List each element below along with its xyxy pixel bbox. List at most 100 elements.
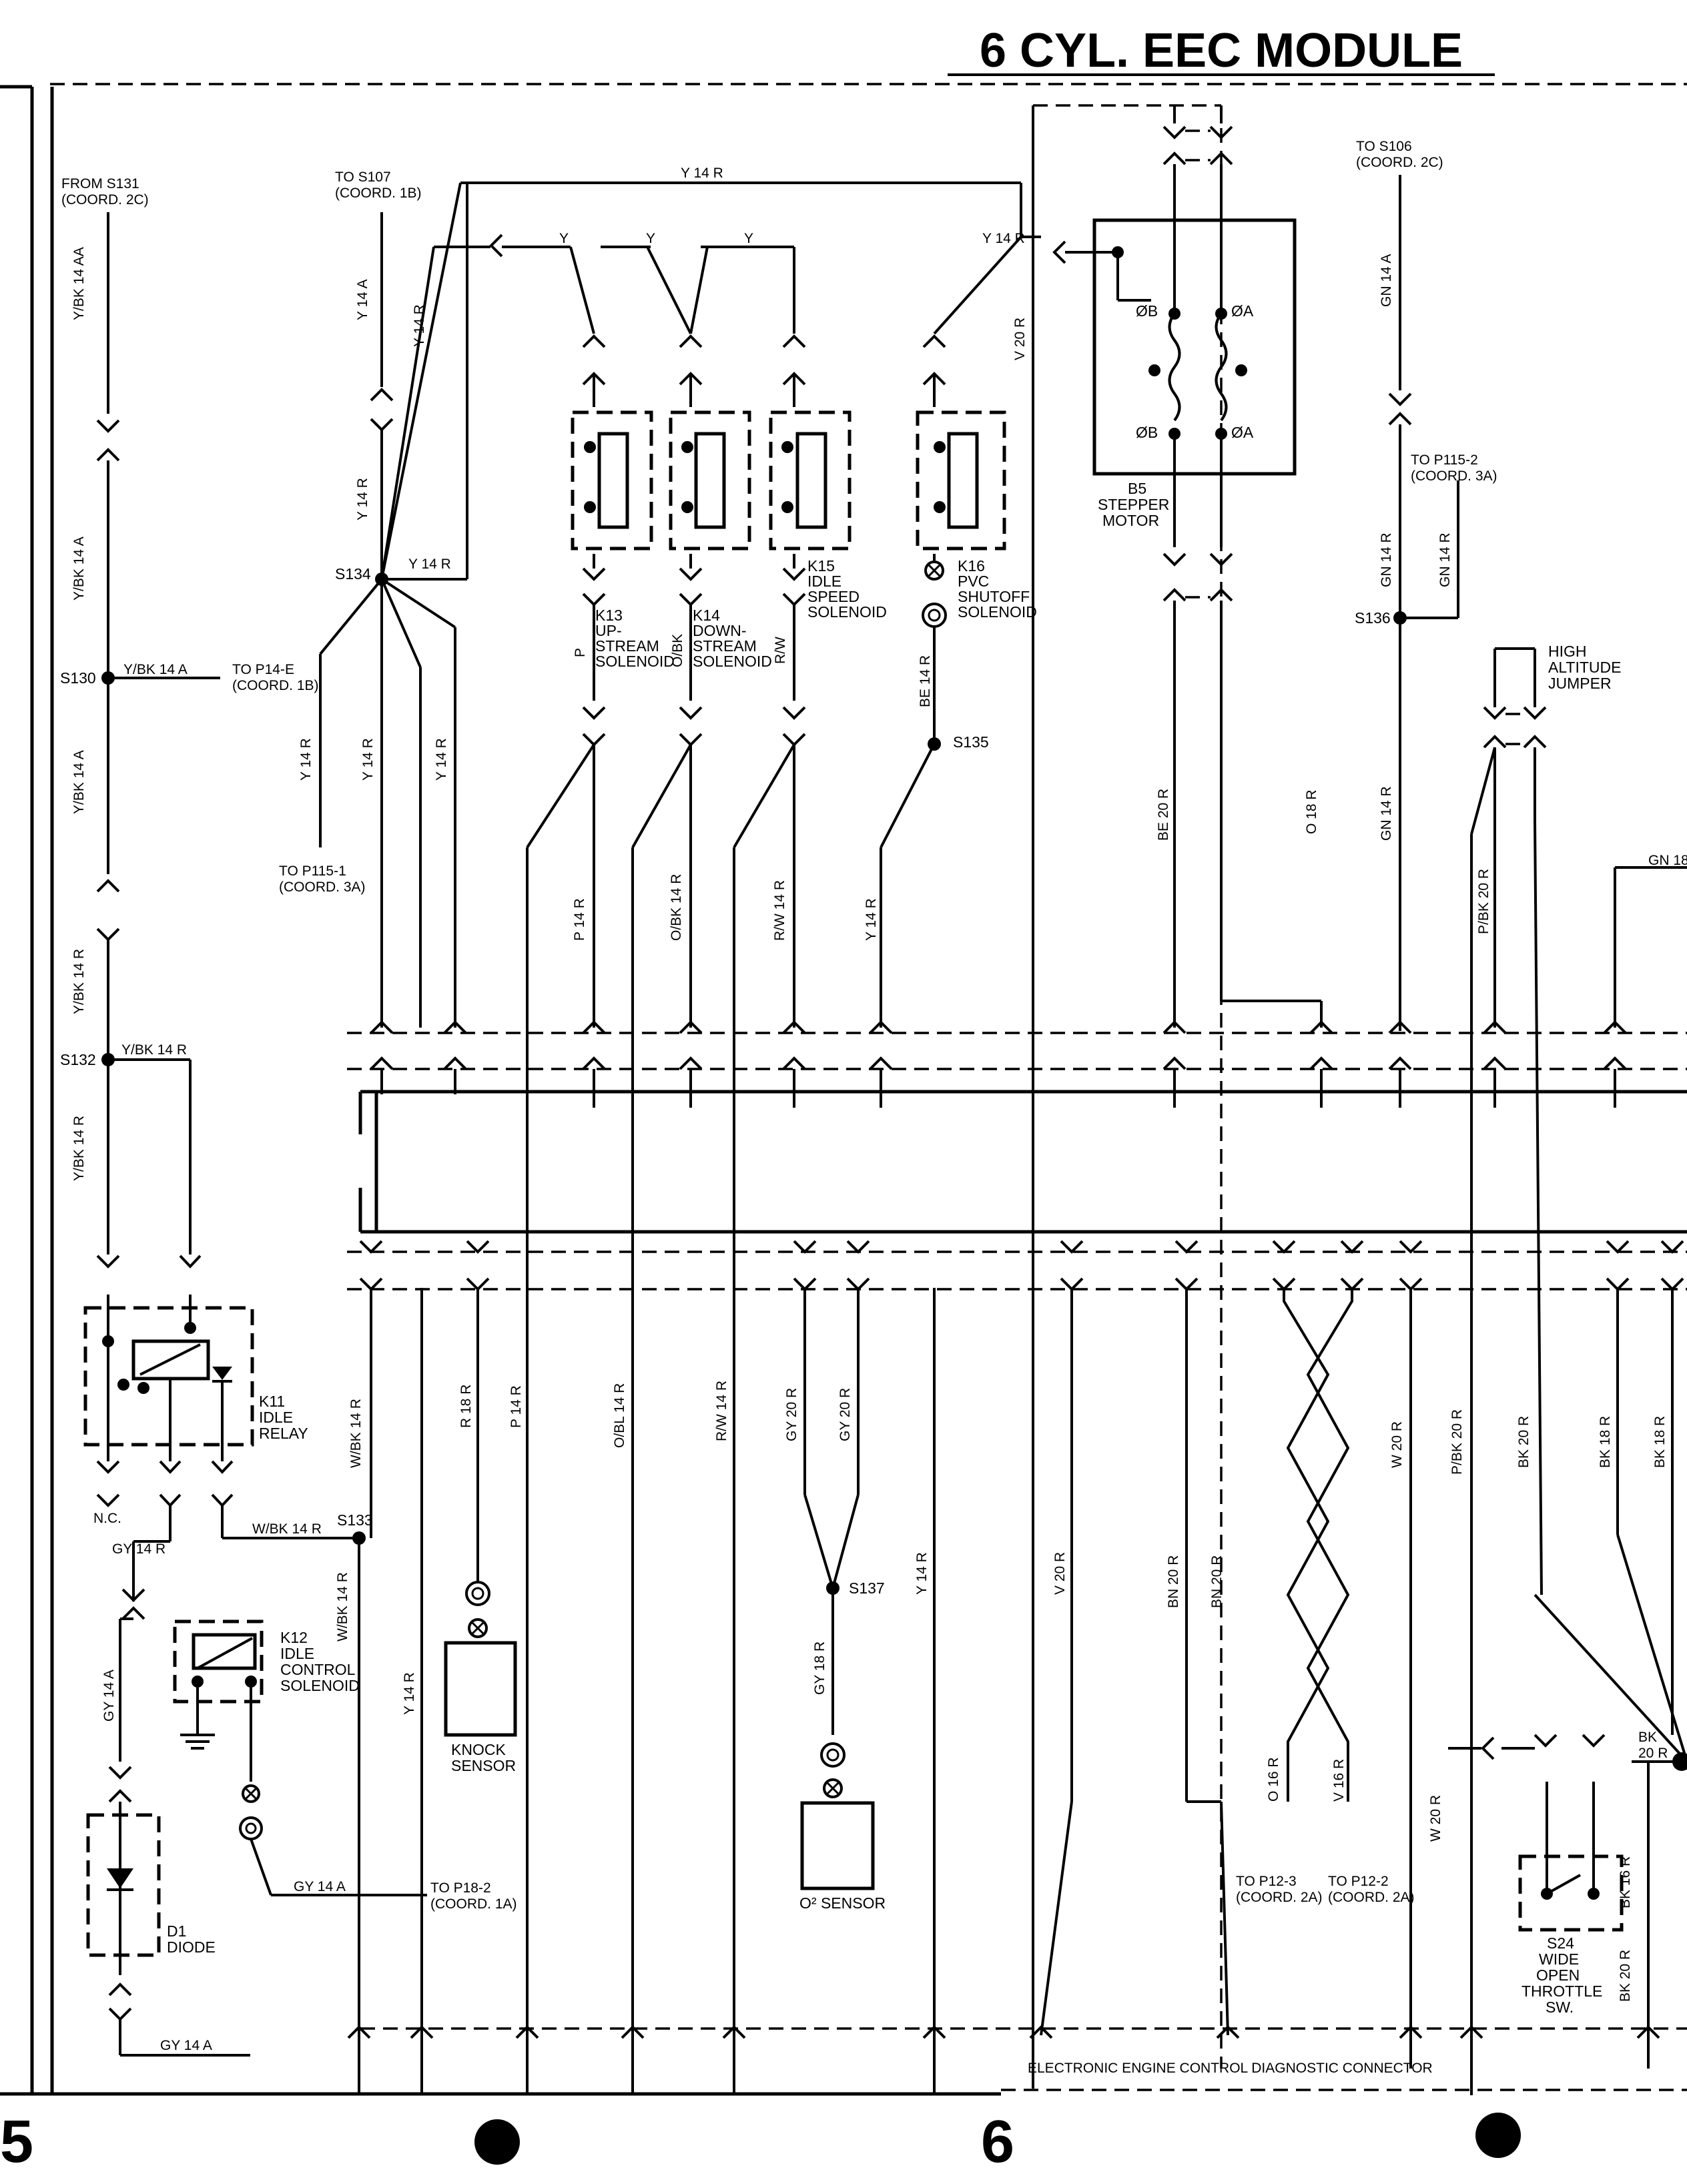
k14-label-1: K14 — [693, 607, 720, 624]
offpage-to-p12-2-2: (COORD. 2A) — [1328, 1890, 1415, 1905]
s24-label-3: OPEN — [1536, 1966, 1580, 1984]
offpage-to-p115-2-2: (COORD. 3A) — [1411, 468, 1497, 484]
eec-module-box — [358, 1090, 1687, 1234]
offpage-to-s106-2: (COORD. 2C) — [1356, 155, 1443, 170]
k16-pvc-shutoff-solenoid — [880, 334, 1006, 1028]
label-o-16-r: O 16 R — [1266, 1757, 1281, 1802]
label-y-14-r-h: Y 14 R — [402, 1672, 417, 1715]
label-p-14-r-2: P 14 R — [509, 1385, 524, 1428]
label-gn-14-r-2: GN 14 R — [1437, 532, 1453, 587]
label-v-20-r-top: V 20 R — [1012, 318, 1028, 360]
offpage-to-s106-1: TO S106 — [1356, 139, 1412, 154]
label-y-14-r-b: Y 14 R — [355, 478, 370, 520]
label-bk-20-r-2: BK 20 R — [1618, 1950, 1633, 2002]
svg-text:FROM S131: FROM S131 — [61, 176, 139, 192]
phase-b-2: ØB — [1136, 424, 1158, 441]
b5-label-2: STEPPER — [1098, 496, 1169, 513]
offpage-to-p18-2-2: (COORD. 1A) — [430, 1896, 517, 1912]
splice-s137: S137 — [849, 1579, 885, 1597]
offpage-to-p115-1-1: TO P115-1 — [279, 863, 346, 879]
upper-connector-row — [347, 1020, 1687, 1108]
label-gy-20-r-2: GY 20 R — [837, 1388, 853, 1441]
s24-label-1: S24 — [1547, 1934, 1574, 1952]
label-p-bk-20-r-1: P/BK 20 R — [1476, 869, 1491, 934]
label-o-bk-14-r: O/BK 14 R — [669, 874, 684, 941]
label-y-14-r-k16: Y 14 R — [982, 231, 1025, 246]
s24-label-5: SW. — [1546, 1998, 1574, 2016]
label-r-w-14-r-2: R/W 14 R — [714, 1381, 729, 1441]
label-bk-18-r-1: BK 18 R — [1598, 1416, 1613, 1468]
label-gy-14-r: GY 14 R — [112, 1541, 165, 1557]
label-y-14-r-g: Y 14 R — [864, 898, 879, 941]
knock-label-2: SENSOR — [451, 1757, 516, 1774]
label-gn-18: GN 18 — [1648, 853, 1687, 868]
label-p-14-r-1: P 14 R — [572, 898, 587, 941]
lower-connector-row — [347, 1240, 1687, 1291]
label-y-14-r-d: Y 14 R — [298, 738, 314, 781]
label-w-20-r-2: W 20 R — [1428, 1795, 1443, 1842]
label-y-bk-14-a-1: Y/BK 14 A — [71, 536, 87, 601]
label-y-14-a: Y 14 A — [355, 279, 370, 320]
label-y-1: Y — [559, 231, 569, 246]
registration-dot-left — [474, 2119, 520, 2165]
label-o-bl-14-r: O/BL 14 R — [612, 1383, 627, 1448]
k13-label-4: SOLENOID — [595, 653, 675, 670]
gn-feed-wire — [1388, 175, 1459, 1031]
offpage-to-p14-e-2: (COORD. 1B) — [232, 678, 319, 693]
label-w-20-r-1: W 20 R — [1389, 1421, 1405, 1468]
k13-label-3: STREAM — [595, 637, 659, 655]
label-y-bk-14-r-2: Y/BK 14 R — [71, 1116, 87, 1181]
label-w-bk-14-r-h: W/BK 14 R — [252, 1521, 322, 1537]
d1-label-2: DIODE — [167, 1938, 216, 1956]
o2-sensor-label: O² SENSOR — [799, 1894, 886, 1912]
k13-upstream-solenoid — [526, 334, 653, 2095]
k11-nc-label: N.C. — [93, 1511, 121, 1526]
phase-b-1: ØB — [1136, 302, 1158, 320]
k15-label-1: K15 — [807, 557, 835, 575]
splice-s136: S136 — [1355, 609, 1391, 627]
s134-distribution — [319, 181, 1022, 1028]
k14-label-2: DOWN- — [693, 622, 746, 639]
offpage-to-p12-3-2: (COORD. 2A) — [1236, 1890, 1323, 1905]
k11-label-2: IDLE — [259, 1409, 293, 1426]
label-y-bk-14-r-1: Y/BK 14 R — [71, 949, 87, 1014]
high-altitude-jumper — [1470, 647, 1547, 2095]
b5-label-1: B5 — [1128, 480, 1146, 497]
label-gy-14-a-v: GY 14 A — [101, 1670, 117, 1722]
label-y-14-r-c: Y 14 R — [408, 557, 451, 572]
offpage-to-p12-2-1: TO P12-2 — [1328, 1874, 1389, 1889]
label-gy-18-r: GY 18 R — [812, 1642, 827, 1695]
label-bn-20-r-2: BN 20 R — [1209, 1555, 1225, 1608]
lower-wiring — [358, 1288, 1687, 2095]
phase-a-1: ØA — [1231, 302, 1254, 320]
label-v-16-r: V 16 R — [1331, 1759, 1347, 1802]
left-feed-wire: FROM S131 (COORD. 2C) — [61, 176, 220, 1254]
jumper-label-2: ALTITUDE — [1548, 659, 1621, 676]
label-y-bk-14-a-h: Y/BK 14 A — [123, 662, 188, 677]
phase-a-2: ØA — [1231, 424, 1254, 441]
splice-s133: S133 — [337, 1511, 373, 1529]
b5-stepper-motor — [1032, 104, 1323, 2089]
k12-label-3: CONTROL — [280, 1661, 356, 1678]
label-gn-14-a: GN 14 A — [1379, 254, 1394, 307]
b5-label-3: MOTOR — [1102, 512, 1159, 529]
label-w-bk-14-r-v1: W/BK 14 R — [348, 1399, 364, 1468]
k15-label-4: SOLENOID — [807, 603, 887, 621]
splice-s135: S135 — [953, 733, 989, 751]
label-bn-20-r-1: BN 20 R — [1166, 1555, 1181, 1608]
label-be-20-r: BE 20 R — [1156, 789, 1171, 841]
label-y-14-r-a: Y 14 R — [412, 304, 427, 347]
k12-label-1: K12 — [280, 1629, 308, 1646]
label-bk: BK — [1638, 1730, 1657, 1745]
label-gy-20-r-1: GY 20 R — [784, 1388, 799, 1441]
k11-label-3: RELAY — [259, 1425, 308, 1442]
offpage-to-s107-2: (COORD. 1B) — [335, 186, 422, 201]
k16-label-2: PVC — [958, 573, 989, 590]
k12-label-4: SOLENOID — [280, 1677, 360, 1694]
registration-dot-right — [1475, 2113, 1521, 2158]
splice-s132: S132 — [60, 1051, 96, 1068]
label-o-bk-k14: O/BK — [670, 634, 685, 667]
k15-label-2: IDLE — [807, 573, 841, 590]
k11-label-1: K11 — [259, 1393, 285, 1410]
